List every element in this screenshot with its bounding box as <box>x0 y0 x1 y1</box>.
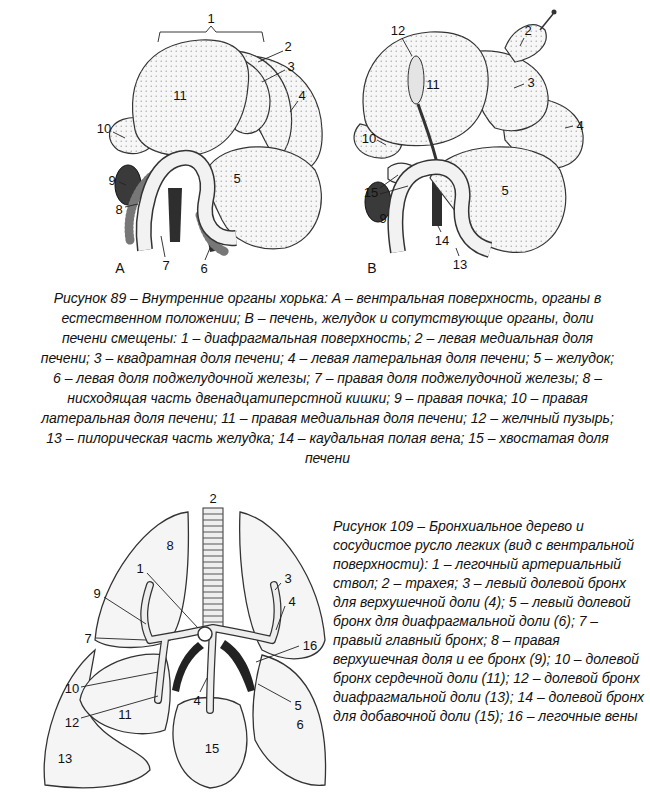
callout-number: 1 <box>207 11 214 26</box>
leader-line <box>256 646 299 662</box>
lung-bronchial-tree <box>44 508 325 788</box>
callout-number: 12 <box>391 23 405 38</box>
callout-number: 6 <box>200 261 207 276</box>
callout-number: 3 <box>284 571 291 586</box>
callout-number: 10 <box>362 131 376 146</box>
liver-lobe <box>133 40 249 156</box>
leader-line <box>113 132 125 138</box>
leader-line <box>402 38 412 56</box>
callout-number: 12 <box>65 715 79 730</box>
callout-number: 8 <box>166 538 173 553</box>
leader-line <box>119 182 126 185</box>
callout-number: 13 <box>453 257 467 272</box>
pulmonary-vein <box>220 640 255 692</box>
vessel <box>168 188 182 242</box>
figure-letter: A <box>115 261 124 276</box>
callout-number: 8 <box>115 202 122 217</box>
callout-number: 9 <box>93 586 100 601</box>
figure-caption: Рисунок 89 – Внутренние органы хорька: А… <box>40 288 615 468</box>
callout-number: 2 <box>524 23 531 38</box>
callout-number: 11 <box>426 77 440 92</box>
leader-line <box>258 684 291 702</box>
callout-number: 7 <box>84 631 91 646</box>
trachea-rings <box>203 514 223 622</box>
callout-number: 13 <box>58 751 72 766</box>
callout-number: 7 <box>162 258 169 273</box>
duodenum <box>395 167 490 252</box>
leader-line <box>205 248 210 260</box>
pulmonary-vein <box>172 642 204 692</box>
leader-line <box>380 175 398 188</box>
callout-number: 4 <box>576 118 583 133</box>
figure-caption: Рисунок 109 – Бронхиальное дерево и сосу… <box>333 517 645 726</box>
bronchus <box>144 585 277 710</box>
ferret-liver-stomach <box>354 10 583 257</box>
duodenum <box>144 158 236 250</box>
duodenum <box>144 158 236 250</box>
callout-number: 3 <box>527 75 534 90</box>
ferret-organs-ventral <box>110 26 323 260</box>
probe <box>540 14 553 30</box>
callout-number: 14 <box>435 233 449 248</box>
leader-line <box>438 226 441 232</box>
gallbladder <box>408 56 424 104</box>
leader-line <box>520 38 524 46</box>
leader-line <box>377 140 386 145</box>
callout-number: 10 <box>65 681 79 696</box>
callout-number: 10 <box>97 121 111 136</box>
callout-number: 5 <box>294 698 301 713</box>
duodenum <box>395 167 490 252</box>
figure-letter: B <box>367 261 376 276</box>
callout-number: 5 <box>233 171 240 186</box>
callout-number: 1 <box>136 561 143 576</box>
leader-line <box>276 606 285 630</box>
leader-line <box>104 597 146 624</box>
bronchus <box>144 585 277 710</box>
leader-line <box>96 638 146 640</box>
probe <box>552 10 557 15</box>
leader-line <box>147 573 198 628</box>
leader-line <box>81 672 158 687</box>
leader-line <box>200 678 207 692</box>
leader-line <box>290 101 298 112</box>
trachea <box>203 508 223 630</box>
leader-line <box>565 126 573 128</box>
callout-number: 2 <box>284 39 291 54</box>
leader-line <box>262 70 285 82</box>
leader-line <box>275 583 281 590</box>
callout-number: 15 <box>205 741 219 756</box>
callout-number: 3 <box>287 59 294 74</box>
callout-number: 11 <box>118 707 132 722</box>
leader-line <box>125 204 138 207</box>
callout-number: 9 <box>379 211 386 226</box>
leader-line <box>258 51 283 62</box>
callout-number: 4 <box>288 594 295 609</box>
callout-number: 16 <box>303 638 317 653</box>
callout-number: 9 <box>108 173 115 188</box>
callout-number: 2 <box>209 491 216 506</box>
callout-number: 5 <box>501 183 508 198</box>
leader-line <box>456 248 459 256</box>
leader-line <box>380 186 408 194</box>
stipple <box>133 40 249 156</box>
lung-lobe <box>253 655 326 785</box>
artery-trunk <box>198 627 212 641</box>
leader-line <box>161 236 165 257</box>
callout-number: 6 <box>296 717 303 732</box>
callout-number: 11 <box>173 88 187 103</box>
callout-number: 15 <box>364 185 378 200</box>
leader-line <box>514 84 524 88</box>
callout-number: 4 <box>298 88 305 103</box>
callout-number: 4 <box>193 693 200 708</box>
